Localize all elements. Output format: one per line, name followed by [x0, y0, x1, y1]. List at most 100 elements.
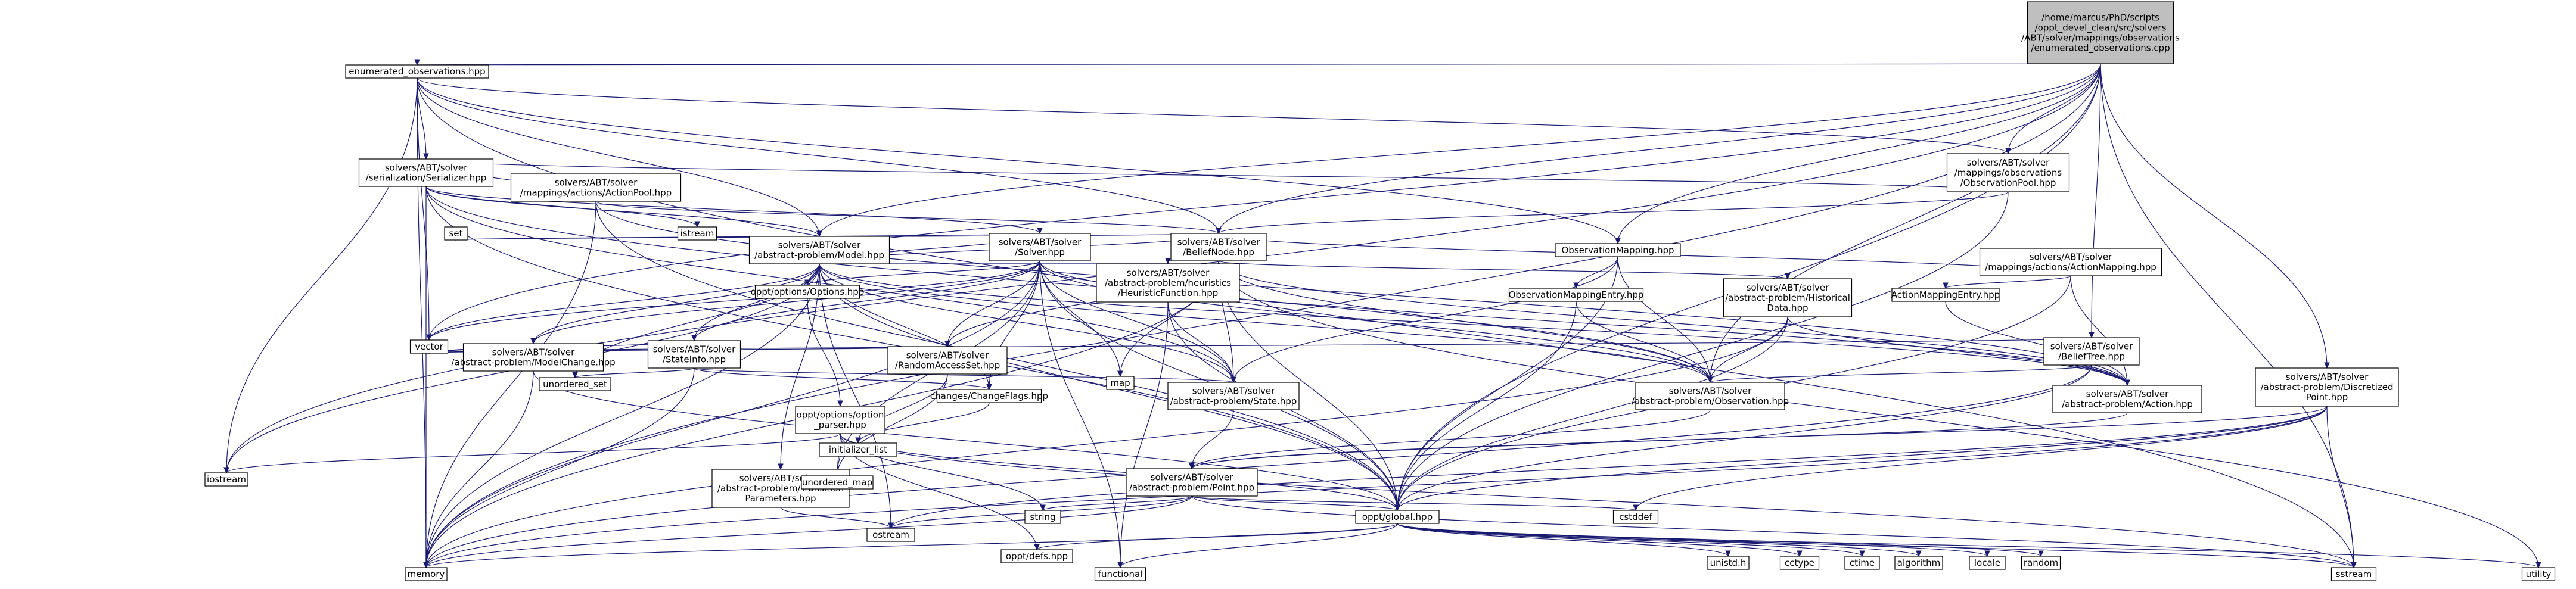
edge-line: [1233, 256, 1618, 383]
node-solver[interactable]: solvers/ABT/solver/Solver.hpp: [989, 233, 1091, 261]
node-algorithm[interactable]: algorithm: [1894, 556, 1943, 570]
node-stateinfo[interactable]: solvers/ABT/solver/StateInfo.hpp: [647, 340, 741, 369]
node-set[interactable]: set: [444, 226, 468, 241]
node-locale[interactable]: locale: [1969, 556, 2006, 570]
node-defs[interactable]: oppt/defs.hpp: [1000, 549, 1073, 563]
node-obsmapping[interactable]: ObservationMapping.hpp: [1555, 243, 1681, 257]
node-changeflags[interactable]: changes/ChangeFlags.hpp: [930, 389, 1048, 403]
node-randomaccess[interactable]: solvers/ABT/solver/RandomAccessSet.hpp: [887, 346, 1008, 375]
node-initializer_list[interactable]: initializer_list: [819, 442, 897, 457]
node-action[interactable]: solvers/ABT/solver/abstract-problem/Acti…: [2052, 385, 2202, 413]
edge-root-to-belieftree: [2089, 63, 2101, 339]
node-optionparser[interactable]: oppt/options/option_parser.hpp: [795, 406, 885, 434]
edge-line: [533, 370, 1398, 511]
edge-line: [1042, 495, 1192, 511]
edge-stateinfo-to-changeflags: [694, 367, 992, 391]
node-actionmapentry[interactable]: ActionMappingEntry.hpp: [1891, 288, 2000, 302]
node-actionmapping[interactable]: solvers/ABT/solver/mappings/actions/Acti…: [1979, 248, 2162, 276]
node-heuristic[interactable]: solvers/ABT/solver/abstract-problem/heur…: [1096, 263, 1240, 303]
edge-line: [1218, 191, 2009, 234]
node-label-line: solvers/ABT/solver: [653, 344, 736, 355]
edge-arrowhead: [2535, 562, 2541, 569]
node-iostream[interactable]: iostream: [204, 472, 248, 487]
node-string[interactable]: string: [1024, 510, 1061, 524]
node-label-line: enumerated_observations.hpp: [349, 66, 485, 77]
node-label-line: /abstract-problem/Historical: [1725, 292, 1850, 303]
edge-belieftree-to-observation: [1707, 364, 2092, 384]
edge-optionparser-to-sstream: [840, 433, 2357, 569]
node-vector[interactable]: vector: [409, 339, 449, 354]
node-label-line: random: [2024, 557, 2058, 568]
node-state[interactable]: solvers/ABT/solver/abstract-problem/Stat…: [1167, 382, 1300, 410]
node-box: [1979, 248, 2162, 276]
node-box: [754, 285, 860, 299]
edge-stateinfo-to-memory: [423, 367, 695, 569]
node-serializer[interactable]: solvers/ABT/solver/serialization/Seriali…: [358, 158, 494, 187]
edge-global-to-memory: [423, 523, 1398, 569]
edge-line: [425, 260, 1040, 568]
edge-arrowhead: [2089, 332, 2095, 339]
node-options[interactable]: oppt/options/Options.hpp: [751, 285, 865, 299]
edge-enum_hpp-to-obsmapping: [417, 77, 1621, 245]
node-label-line: /abstract-problem/State.hpp: [1170, 396, 1297, 407]
edge-line: [1191, 409, 1234, 469]
node-box: [409, 339, 449, 354]
node-ctime[interactable]: ctime: [1844, 556, 1880, 570]
node-obsmapentry[interactable]: ObservationMappingEntry.hpp: [1509, 288, 1644, 302]
node-discretized[interactable]: solvers/ABT/solver/abstract-problem/Disc…: [2255, 367, 2399, 407]
node-observation[interactable]: solvers/ABT/solver/abstract-problem/Obse…: [1632, 382, 1789, 410]
edge-arrowhead: [1117, 562, 1123, 569]
node-box: [1723, 278, 1853, 317]
node-cstddef[interactable]: cstddef: [1612, 510, 1659, 524]
node-belieftree[interactable]: solvers/ABT/solver/BeliefTree.hpp: [2043, 337, 2140, 366]
node-model[interactable]: solvers/ABT/solver/abstract-problem/Mode…: [748, 236, 890, 264]
edge-arrowhead: [1037, 228, 1043, 235]
edge-beliefnode-to-observation: [1218, 260, 1713, 384]
node-label-line: /BeliefNode.hpp: [1183, 247, 1254, 258]
edge-arrowhead: [1230, 376, 1236, 384]
node-box: [801, 475, 874, 490]
node-random[interactable]: random: [2021, 556, 2061, 570]
edge-line: [1218, 63, 2101, 234]
node-box: [1096, 263, 1240, 303]
node-functional[interactable]: functional: [1094, 567, 1146, 581]
node-memory[interactable]: memory: [405, 567, 448, 581]
edge-arrowhead: [1165, 258, 1171, 265]
node-label-line: solvers/ABT/solver: [999, 237, 1082, 248]
node-box: [866, 528, 915, 542]
edge-arrowhead: [694, 221, 700, 228]
edge-arrowhead: [1725, 550, 1731, 557]
edge-line: [417, 77, 1219, 234]
node-unordered_map[interactable]: unordered_map: [801, 475, 874, 490]
edge-arrowhead: [1573, 282, 1579, 289]
node-unistd[interactable]: unistd.h: [1707, 556, 1750, 570]
node-istream[interactable]: istream: [677, 226, 717, 241]
edge-line: [1576, 301, 1711, 383]
node-beliefnode[interactable]: solvers/ABT/solver/BeliefNode.hpp: [1170, 233, 1267, 261]
edge-arrowhead: [2324, 362, 2330, 369]
node-historical[interactable]: solvers/ABT/solver/abstract-problem/Hist…: [1723, 278, 1853, 317]
node-global[interactable]: oppt/global.hpp: [1355, 510, 1440, 524]
node-modelchange[interactable]: solvers/ABT/solver/abstract-problem/Mode…: [451, 343, 616, 372]
node-label-line: set: [449, 228, 463, 239]
node-enum_hpp[interactable]: enumerated_observations.hpp: [345, 64, 489, 79]
edge-arrowhead: [1916, 550, 1922, 557]
node-label-line: solvers/ABT/solver: [1967, 157, 2050, 168]
node-unordered_set[interactable]: unordered_set: [539, 377, 611, 391]
node-utility[interactable]: utility: [2521, 567, 2556, 581]
node-point[interactable]: solvers/ABT/solver/abstract-problem/Poin…: [1126, 468, 1258, 497]
node-map[interactable]: map: [1106, 376, 1135, 390]
edge-line: [425, 186, 820, 237]
node-obspool[interactable]: solvers/ABT/solver/mappings/observations…: [1946, 153, 2070, 192]
node-box: [444, 226, 468, 241]
node-cctype[interactable]: cctype: [1779, 556, 1820, 570]
node-actionpool[interactable]: solvers/ABT/solver/mappings/actions/Acti…: [510, 173, 682, 202]
node-box: [1126, 468, 1258, 497]
node-sstream[interactable]: sstream: [2330, 567, 2377, 581]
edge-serializer-to-observation: [425, 186, 1713, 384]
node-root[interactable]: /home/marcus/PhD/scripts/oppt_devel_clea…: [2021, 1, 2180, 64]
node-label-line: /ObservationPool.hpp: [1960, 177, 2056, 188]
edge-line: [425, 364, 2092, 568]
edge-obsmapping-to-state: [1230, 256, 1618, 384]
node-ostream[interactable]: ostream: [866, 528, 915, 542]
